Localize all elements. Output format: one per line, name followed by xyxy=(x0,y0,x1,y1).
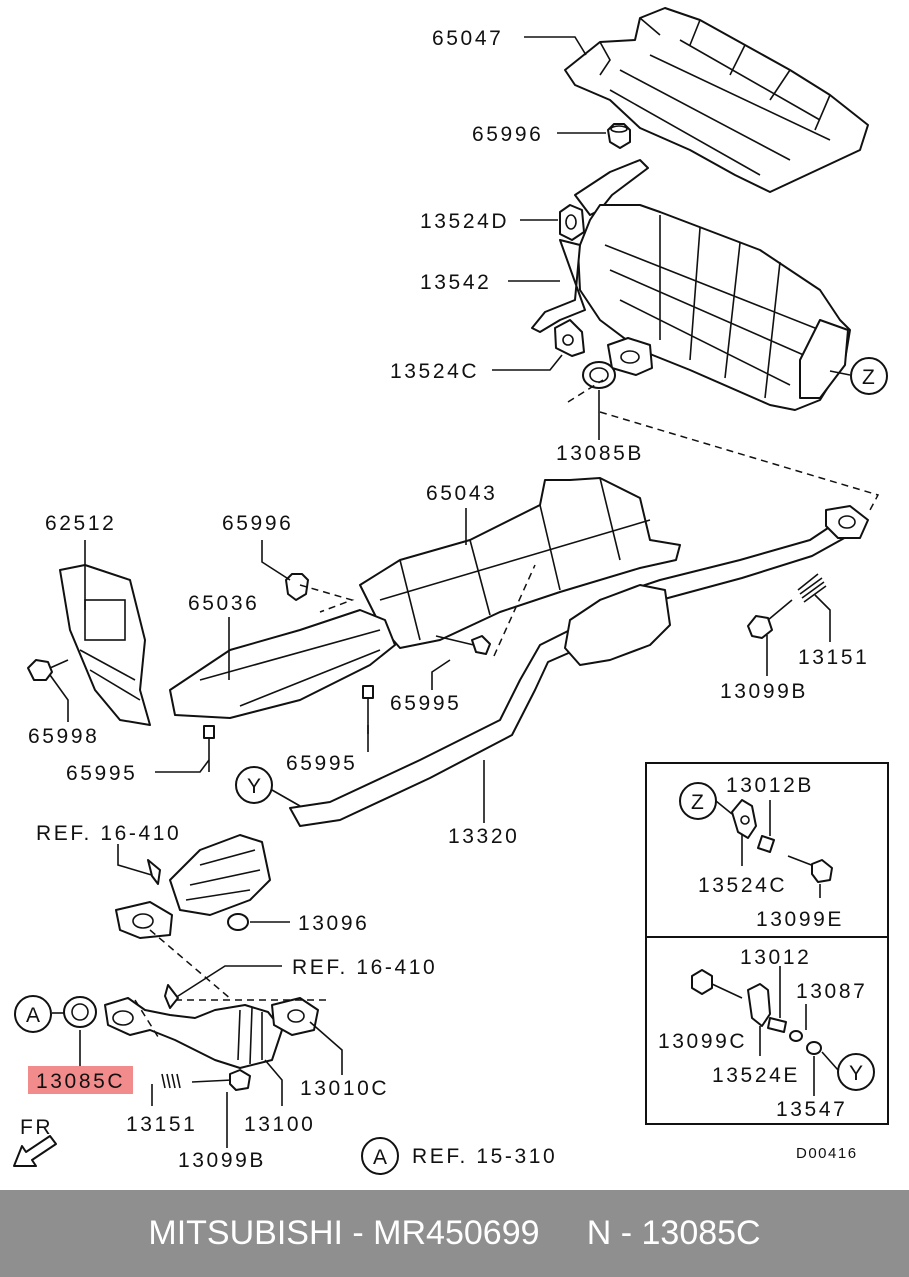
label-ref-15-310: REF. 15-310 xyxy=(412,1145,557,1168)
label-ref-16-410-b: REF. 16-410 xyxy=(292,956,437,979)
spring-13151-bottom xyxy=(161,1073,181,1089)
part-labels: 65047 65996 13524D 13542 13524C 13085B 6… xyxy=(20,27,869,1172)
label-65036: 65036 xyxy=(188,592,259,615)
label-13524C-inset: 13524C xyxy=(698,874,787,897)
spring-13151-right xyxy=(797,573,827,603)
label-13524D: 13524D xyxy=(420,210,509,233)
main-muffler-13542 xyxy=(531,159,851,411)
nut-65996-top xyxy=(607,123,631,149)
label-13085C: 13085C xyxy=(36,1070,125,1093)
circle-z-1: Z xyxy=(862,366,877,389)
label-ref-16-410-a: REF. 16-410 xyxy=(36,822,181,845)
label-13100: 13100 xyxy=(244,1113,315,1136)
label-13099B-right: 13099B xyxy=(720,680,808,703)
highlight-13085C xyxy=(28,1066,133,1094)
label-13012B: 13012B xyxy=(726,774,814,797)
label-13547: 13547 xyxy=(776,1098,847,1121)
label-65995-right: 65995 xyxy=(390,692,461,715)
circle-a-2: A xyxy=(373,1146,390,1169)
bolt-13099B-bottom xyxy=(191,1069,251,1091)
circle-a-1: A xyxy=(26,1004,43,1027)
label-65043: 65043 xyxy=(426,482,497,505)
bolt-13099B-right xyxy=(747,599,793,639)
part-number-footer: MITSUBISHI - MR450699 N - 13085C xyxy=(0,1190,909,1277)
label-13099B-bottom: 13099B xyxy=(178,1149,266,1172)
label-13320: 13320 xyxy=(448,825,519,848)
nut-65996-mid xyxy=(285,573,309,601)
exhaust-parts-diagram: 65047 65996 13524D 13542 13524C 13085B 6… xyxy=(13,7,889,1175)
label-13099C: 13099C xyxy=(658,1030,747,1053)
label-13010C: 13010C xyxy=(300,1077,389,1100)
label-65995-mid: 65995 xyxy=(286,752,357,775)
guide-dash-muffler xyxy=(567,379,880,511)
circle-z-2: Z xyxy=(691,791,706,814)
label-13087: 13087 xyxy=(796,980,867,1003)
footer-text: MITSUBISHI - MR450699 N - 13085C xyxy=(148,1214,761,1252)
heat-shield-65036 xyxy=(169,609,396,719)
label-65998: 65998 xyxy=(28,725,99,748)
label-13524C-top: 13524C xyxy=(390,360,479,383)
inset-bottom: Y 13012 13087 13099C 13524E 13547 xyxy=(645,936,889,1125)
heat-shield-65043 xyxy=(359,477,681,649)
label-65996-top: 65996 xyxy=(472,123,543,146)
label-code: D00416 xyxy=(796,1145,858,1162)
center-pipe-13320 xyxy=(115,505,869,939)
gasket-13096 xyxy=(227,913,249,931)
label-13099E: 13099E xyxy=(756,908,844,931)
label-65047: 65047 xyxy=(432,27,503,50)
label-65995-left: 65995 xyxy=(66,762,137,785)
gasket-13085C xyxy=(63,996,97,1028)
dashed-guides xyxy=(134,564,536,1041)
label-13151-bottom: 13151 xyxy=(126,1113,197,1136)
bolt-65995-left xyxy=(203,725,215,772)
label-13524E: 13524E xyxy=(712,1064,800,1087)
label-13151-right: 13151 xyxy=(798,646,869,669)
label-13085B: 13085B xyxy=(556,442,644,465)
bracket-62512 xyxy=(59,564,151,726)
circle-y-2: Y xyxy=(849,1062,866,1085)
reference-circles: A A Y Z xyxy=(14,357,888,1175)
ref-clip-icons xyxy=(147,859,179,1009)
label-65996-mid: 65996 xyxy=(222,512,293,535)
label-13542: 13542 xyxy=(420,271,491,294)
label-fr: FR xyxy=(20,1116,53,1139)
label-62512: 62512 xyxy=(45,512,116,535)
bolt-65995-right xyxy=(435,635,491,655)
circle-y-1: Y xyxy=(247,775,264,798)
front-arrow-icon xyxy=(13,1135,57,1167)
bolt-65998 xyxy=(27,659,69,681)
catalyst-13100 xyxy=(104,997,319,1069)
heat-shield-65047 xyxy=(564,7,869,193)
label-13096: 13096 xyxy=(298,912,369,935)
leader-lines xyxy=(49,36,851,1148)
inset-top: Z 13012B 13524C 13099E xyxy=(645,762,889,938)
label-13012: 13012 xyxy=(740,946,811,969)
